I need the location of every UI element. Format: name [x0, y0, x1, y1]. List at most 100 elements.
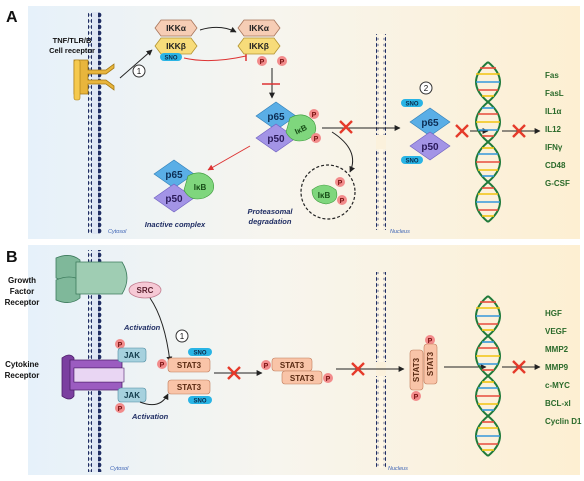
svg-text:p50: p50 [421, 142, 439, 153]
gene-b-1: VEGF [545, 327, 567, 336]
stat3-dimer: P STAT3 STAT3 P [261, 357, 333, 385]
svg-text:P: P [280, 59, 285, 66]
nuclear-membrane-b [376, 272, 386, 468]
jak-activation-arrow [139, 393, 169, 406]
svg-text:IKKα: IKKα [249, 23, 270, 33]
svg-text:P: P [260, 59, 265, 66]
gene-a-4: IFNγ [545, 143, 563, 152]
jak-stat-top: P JAK P STAT3 SNO [115, 339, 212, 373]
svg-text:1: 1 [180, 332, 185, 341]
gene-list-a: Fas FasL IL1α IL12 IFNγ CD48 G-CSF [545, 71, 570, 188]
svg-text:P: P [414, 394, 419, 401]
svg-text:STAT3: STAT3 [177, 361, 202, 370]
svg-text:P: P [160, 362, 165, 369]
gene-b-6: Cyclin D1 [545, 417, 582, 426]
nuclear-stat3-dimer: P STAT3 STAT3 P [409, 335, 438, 401]
svg-text:SNO: SNO [405, 159, 418, 165]
nucleus-label-b: Nucleus [388, 466, 408, 472]
degradation-arrow [331, 131, 355, 173]
inactive-complex-label: Inactive complex [145, 220, 206, 229]
nuclear-nfkb-complex: SNO p65 p50 SNO [401, 99, 451, 165]
receptor-label-line2: Cell receptor [49, 46, 95, 55]
step-1-badge-b: 1 [175, 329, 189, 343]
activation-label-bottom: Activation [131, 412, 169, 421]
svg-text:SNO: SNO [193, 399, 206, 405]
svg-text:STAT3: STAT3 [280, 361, 305, 370]
block-x-genes-a [512, 124, 526, 138]
panel-b: B Growth Factor Receptor SRC Activation … [5, 245, 582, 475]
gene-a-3: IL12 [545, 125, 562, 134]
svg-text:P: P [312, 112, 317, 119]
gene-b-3: MMP9 [545, 363, 569, 372]
svg-text:p50: p50 [267, 134, 285, 145]
svg-text:p50: p50 [165, 194, 183, 205]
gene-a-2: IL1α [545, 107, 562, 116]
svg-text:P: P [326, 376, 331, 383]
jak-stat-bottom: STAT3 JAK P SNO [115, 379, 212, 413]
gf-receptor-line2: Factor [10, 287, 34, 296]
svg-text:STAT3: STAT3 [290, 374, 315, 383]
ikk-activation-arrow [199, 26, 237, 33]
receptor-to-ikk-arrow [119, 49, 153, 79]
svg-text:P: P [338, 180, 343, 187]
svg-text:SNO: SNO [193, 351, 206, 357]
receptor-label-line1: TNF/TLR/B [53, 36, 92, 45]
sno-inhibits-ikk [183, 55, 247, 62]
panel-b-letter: B [6, 249, 18, 266]
cytosol-label-b: Cytosol [110, 466, 129, 472]
svg-text:IKKβ: IKKβ [249, 41, 269, 51]
svg-text:p65: p65 [165, 170, 183, 181]
dna-helix-a [475, 61, 501, 223]
gf-receptor-line1: Growth [8, 276, 36, 285]
to-inactive-arrow [207, 145, 251, 171]
svg-text:SRC: SRC [137, 286, 154, 295]
svg-text:p65: p65 [421, 118, 439, 129]
svg-text:STAT3: STAT3 [426, 351, 435, 376]
svg-text:P: P [314, 136, 319, 143]
gene-a-6: G-CSF [545, 179, 570, 188]
ikka-label: IKKα [166, 23, 187, 33]
nuclear-membrane-a [376, 34, 386, 230]
svg-text:p65: p65 [267, 112, 285, 123]
growth-factor-receptor [55, 255, 128, 303]
svg-text:2: 2 [424, 84, 429, 93]
svg-text:SNO: SNO [405, 102, 418, 108]
gene-a-0: Fas [545, 71, 559, 80]
src-kinase: SRC [128, 281, 162, 299]
ikkb-label: IKKβ [166, 41, 186, 51]
gf-receptor-line3: Receptor [5, 298, 40, 307]
ikk-complex-left: IKKα IKKβ SNO [154, 19, 198, 62]
block-x-dimerization [227, 366, 241, 380]
proteasomal-label-line2: degradation [249, 217, 292, 226]
gene-b-2: MMP2 [545, 345, 569, 354]
svg-text:JAK: JAK [124, 351, 140, 360]
ikk-complex-right: IKKα IKKβ P P [237, 19, 287, 66]
gene-b-4: c-MYC [545, 381, 570, 390]
step-2-badge-a: 2 [419, 81, 433, 95]
proteasomal-label-line1: Proteasomal [247, 207, 293, 216]
cytokine-receptor-line1: Cytokine [5, 360, 39, 369]
tnf-receptor [73, 59, 115, 101]
nucleus-label-a: Nucleus [390, 229, 410, 235]
svg-text:JAK: JAK [124, 391, 140, 400]
src-activation-arrow [149, 297, 173, 363]
proteasome: IκB P P [300, 164, 356, 220]
cytokine-receptor-line2: Receptor [5, 371, 40, 380]
cell-membrane-a [88, 12, 102, 234]
panel-a-letter: A [6, 9, 18, 26]
gene-list-b: HGF VEGF MMP2 MMP9 c-MYC BCL-xl Cyclin D… [545, 309, 582, 426]
svg-text:P: P [340, 198, 345, 205]
gene-b-0: HGF [545, 309, 562, 318]
step-1-badge-a: 1 [132, 64, 146, 78]
svg-text:STAT3: STAT3 [412, 357, 421, 382]
svg-text:P: P [428, 338, 433, 345]
nfkb-ikb-complex: p65 p50 IκB P P [255, 101, 321, 153]
gene-a-5: CD48 [545, 161, 566, 170]
svg-text:IκB: IκB [318, 191, 331, 200]
gene-a-1: FasL [545, 89, 564, 98]
svg-text:STAT3: STAT3 [177, 383, 202, 392]
svg-text:IκB: IκB [194, 183, 207, 192]
cytosol-label-a: Cytosol [108, 229, 127, 235]
dna-helix-b [475, 295, 501, 457]
